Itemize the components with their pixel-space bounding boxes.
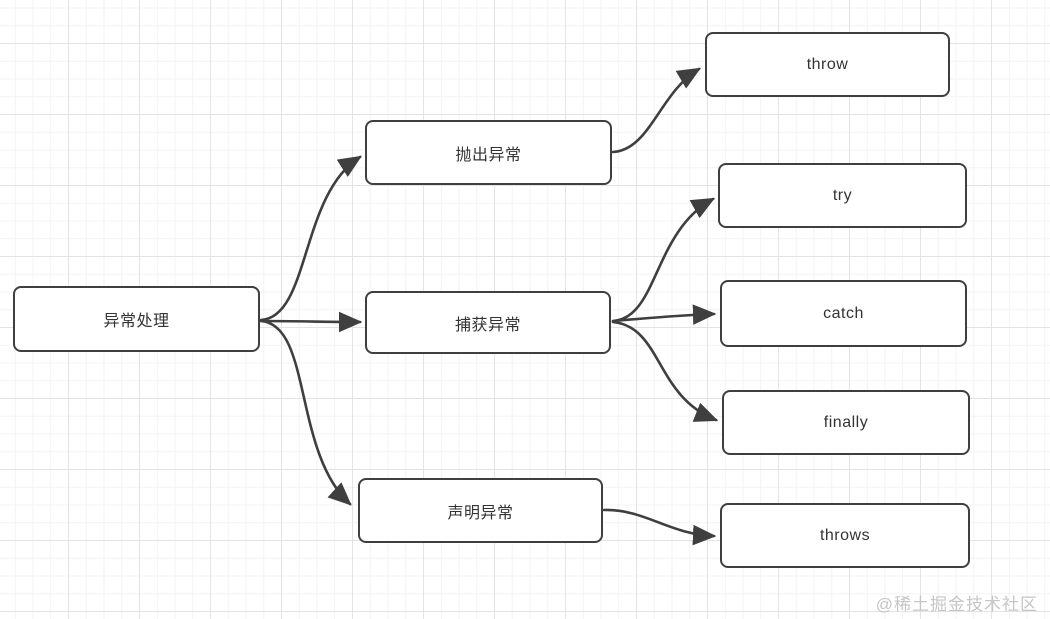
- edge-catch-cn-to-try: [611, 197, 716, 323]
- edge-root-to-declare-cn: [259, 319, 352, 506]
- node-declare-exception: 声明异常: [358, 478, 603, 543]
- edge-throw-cn-to-throw: [611, 67, 702, 154]
- node-throws-keyword: throws: [720, 503, 970, 568]
- node-try-keyword: try: [718, 163, 967, 228]
- node-label: 抛出异常: [455, 146, 522, 164]
- node-label: 声明异常: [447, 504, 514, 522]
- node-throw-exception: 抛出异常: [365, 120, 612, 185]
- node-label: try: [832, 186, 853, 204]
- node-label: 异常处理: [103, 313, 170, 330]
- node-label: throws: [819, 526, 871, 544]
- watermark: @稀土掘金技术社区: [875, 595, 1038, 614]
- node-label: throw: [806, 55, 849, 73]
- edge-root-to-throw-cn: [259, 155, 362, 322]
- node-throw-keyword: throw: [705, 32, 950, 97]
- node-catch-exception: 捕获异常: [365, 291, 611, 354]
- edge-declare-cn-to-throws: [602, 508, 717, 546]
- edge-root-to-catch-cn: [259, 311, 363, 333]
- node-label: finally: [823, 413, 869, 431]
- node-finally-keyword: finally: [722, 390, 970, 455]
- edge-catch-cn-to-catch: [611, 304, 717, 325]
- node-label: 捕获异常: [454, 316, 521, 334]
- node-exception-handling: 异常处理: [13, 286, 260, 352]
- node-catch-keyword: catch: [720, 280, 967, 347]
- node-label: catch: [823, 304, 864, 322]
- edge-catch-cn-to-finally: [611, 320, 719, 422]
